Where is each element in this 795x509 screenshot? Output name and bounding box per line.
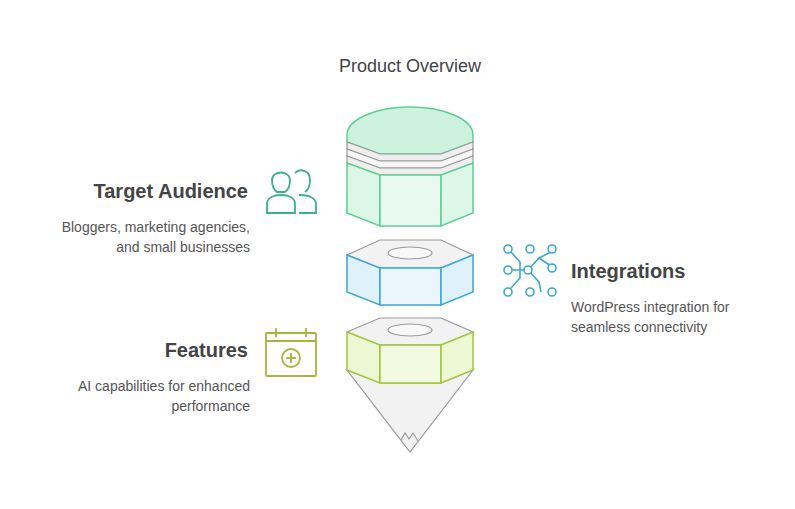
network-icon (504, 245, 556, 296)
section-heading: Target Audience (94, 179, 248, 203)
people-icon (267, 170, 316, 213)
section-heading: Features (165, 338, 248, 362)
section-heading: Integrations (571, 259, 685, 283)
diagram-title: Product Overview (339, 56, 481, 77)
section-body: AI capabilities for enhanced performance (45, 376, 250, 416)
blue-nut (347, 240, 473, 305)
green-nut-cone (347, 318, 473, 452)
green-cylinder (347, 107, 473, 226)
calendar-icon (266, 328, 316, 376)
section-body: WordPress integration for seamless conne… (571, 297, 771, 337)
section-body: Bloggers, marketing agencies, and small … (35, 217, 250, 257)
